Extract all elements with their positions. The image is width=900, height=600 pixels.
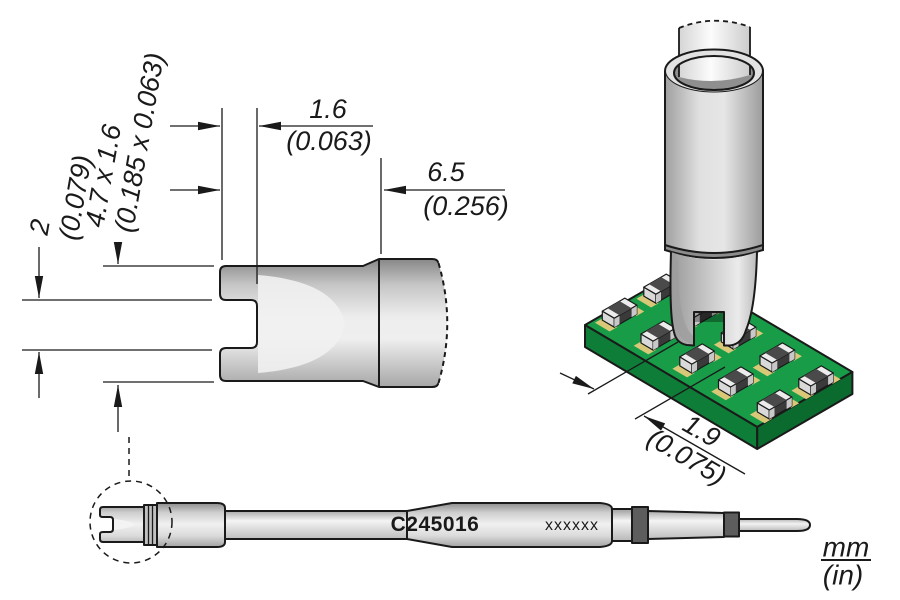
cartridge-sleeve (156, 502, 226, 548)
notch-shadow (694, 312, 724, 322)
tip-outline (219, 258, 439, 388)
cartridge-shaft (224, 510, 408, 540)
side-dimension-lines (34, 121, 505, 432)
tip-highlight (258, 275, 345, 373)
tip-cone-outline (669, 251, 758, 347)
dim-tip-length-mm: 6.5 (427, 156, 465, 187)
chip-face (691, 361, 697, 374)
iso-view-drawing (559, 19, 854, 475)
units-mm: mm (822, 531, 870, 563)
units-in: (in) (822, 559, 864, 591)
chip-face (653, 338, 659, 351)
chip-face (709, 351, 715, 364)
dashed-detail-circle (89, 480, 173, 564)
sleeve-bottom-rim (664, 243, 764, 259)
collar-grooves (143, 504, 158, 546)
chip-face (607, 301, 632, 316)
chip-face (750, 327, 756, 340)
side-extension-lines (22, 108, 382, 383)
tip-hidden-arc (437, 262, 449, 384)
chip-face (804, 368, 829, 383)
fork-highlight (114, 519, 135, 530)
chip-face (685, 346, 710, 362)
chip-face (594, 318, 618, 332)
chip-face (711, 387, 734, 401)
pcb-right-face (756, 371, 854, 450)
cartridge-model-text: C245016 (390, 513, 480, 537)
chip-face (636, 294, 659, 308)
sleeve-body (665, 71, 763, 256)
dim-slot-depth-in: (0.063) (286, 125, 372, 156)
soldering-tip-3d (663, 19, 765, 347)
pitch-dimension (559, 341, 746, 475)
chip-face (655, 291, 661, 304)
chip-face (769, 407, 775, 419)
chip-face (749, 410, 773, 424)
chip-face (730, 384, 736, 396)
chip-face (631, 305, 637, 318)
dim-tip-length-in: (0.256) (423, 190, 509, 221)
chip-face (772, 360, 778, 372)
chip-face (723, 369, 748, 384)
chip-face (694, 314, 700, 327)
chip-face (649, 277, 674, 292)
chip-face (633, 341, 657, 355)
chip-face (810, 383, 816, 395)
dim-slot-depth-mm: 1.6 (309, 93, 347, 124)
cartridge-marking-text: xxxxxx (545, 517, 599, 535)
cartridge-drawing (89, 437, 811, 564)
tip-cone (670, 252, 757, 346)
chip-face (828, 373, 834, 385)
chip-face (765, 345, 790, 360)
tip-cone-shading (672, 260, 694, 344)
cartridge-tube (647, 510, 725, 540)
smd-chips (594, 273, 841, 424)
chip-face (713, 340, 737, 354)
chip-face (646, 324, 671, 339)
side-view-drawing (22, 108, 505, 432)
chip-face (762, 392, 787, 407)
inner-shaft-hidden-edge (678, 19, 751, 29)
cartridge-rod (738, 518, 811, 532)
chip-face (789, 350, 795, 362)
chip-face (672, 364, 695, 378)
chip-face (747, 374, 754, 386)
chip-face (791, 386, 814, 400)
cartridge-band-2 (723, 511, 740, 538)
cartridge-neck (611, 508, 633, 542)
chip-face (614, 315, 620, 328)
chip-face (752, 363, 776, 377)
cartridge-band-1 (631, 506, 649, 544)
chip-face (786, 397, 792, 409)
